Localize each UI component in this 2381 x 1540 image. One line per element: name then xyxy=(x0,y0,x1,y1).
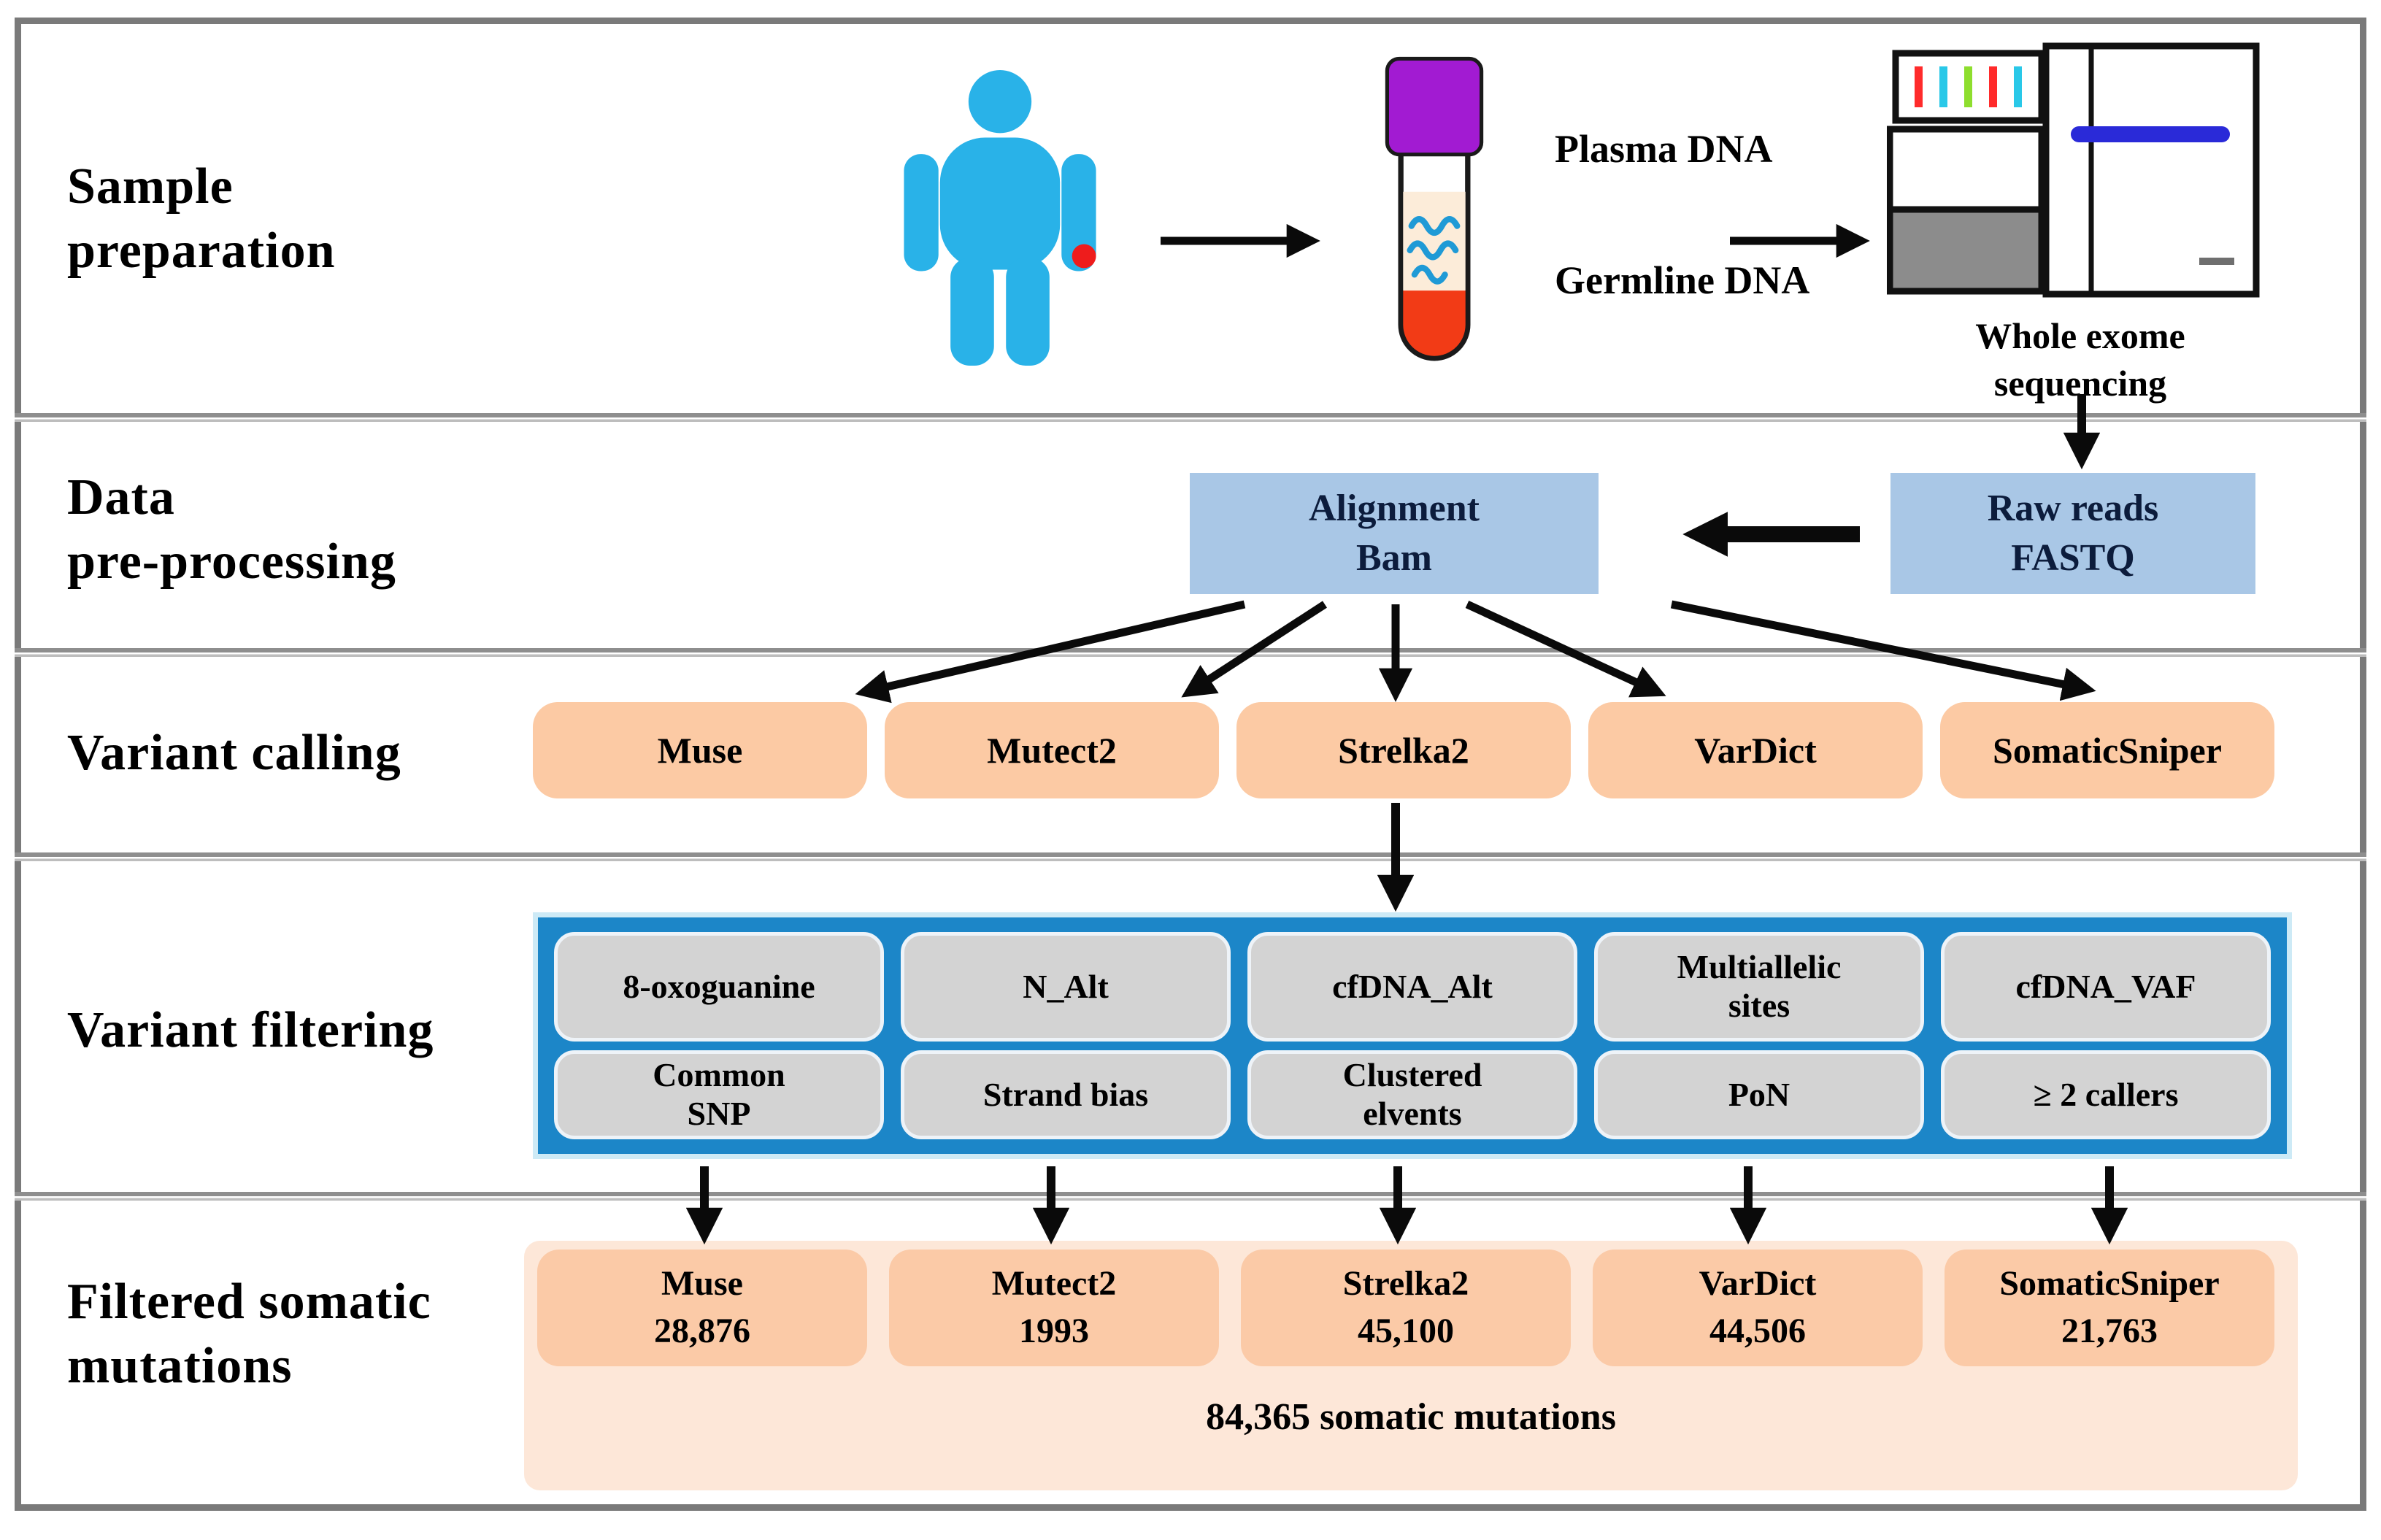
person-right-arm xyxy=(1061,154,1096,272)
screen-bar xyxy=(1989,66,1997,107)
sequencer-icon xyxy=(1887,42,2260,298)
caller-box-vardict: VarDict xyxy=(1588,702,1923,798)
result-count: 1993 xyxy=(1019,1312,1089,1350)
filtered-results-panel: Muse 28,876 Mutect2 1993 Strelka2 45,100… xyxy=(524,1241,2298,1490)
filter-n-alt: N_Alt xyxy=(901,932,1231,1042)
filter-label: N_Alt xyxy=(1023,967,1109,1005)
result-count: 21,763 xyxy=(2061,1312,2158,1350)
cfdna-strand xyxy=(1407,240,1459,261)
result-box-somaticsniper: SomaticSniper 21,763 xyxy=(1945,1250,2274,1366)
filter-common-snp: Common SNP xyxy=(554,1050,884,1139)
alignment-bam-line: Alignment xyxy=(1309,488,1480,530)
raw-reads-line: FASTQ xyxy=(2011,537,2135,579)
sequencer-slot xyxy=(2199,258,2234,265)
filter-8-oxoguanine: 8-oxoguanine xyxy=(554,932,884,1042)
row-label-line: Data xyxy=(67,469,175,525)
blood-draw-dot xyxy=(1072,244,1096,269)
patient-person-icon xyxy=(904,70,1096,366)
row-label-filtered-mutations: Filtered somatic mutations xyxy=(67,1270,431,1398)
screen-bar xyxy=(1915,66,1923,107)
filter-multiallelic-sites: Multiallelic sites xyxy=(1594,932,1924,1042)
filter-strand-bias: Strand bias xyxy=(901,1050,1231,1139)
tube-blood-layer xyxy=(1403,290,1466,356)
sequencer-base-lower xyxy=(1887,206,2045,295)
cfdna-strand xyxy=(1408,216,1461,236)
filter-row-top: 8-oxoguanine N_Alt cfDNA_Alt Multialleli… xyxy=(554,932,2271,1042)
row-label-variant-calling: Variant calling xyxy=(67,725,401,781)
total-mutations-text: 84,365 somatic mutations xyxy=(1206,1396,1616,1438)
alignment-bam-box: Alignment Bam xyxy=(1190,473,1599,594)
filter-label: ≥ 2 callers xyxy=(2033,1075,2179,1113)
alignment-bam-line: Bam xyxy=(1356,537,1432,579)
tube-cap xyxy=(1385,56,1484,157)
person-right-leg xyxy=(1006,258,1050,366)
row-label-data-preprocessing: Data pre-processing xyxy=(67,466,396,593)
row-separator-2 xyxy=(15,648,2366,657)
variant-filter-panel: 8-oxoguanine N_Alt cfDNA_Alt Multialleli… xyxy=(533,912,2292,1159)
result-caller: Strelka2 xyxy=(1342,1264,1469,1304)
result-box-vardict: VarDict 44,506 xyxy=(1593,1250,1923,1366)
filter-label: PoN xyxy=(1728,1075,1790,1113)
sequencer-caption-line: Whole exome xyxy=(1975,315,2185,356)
result-count: 44,506 xyxy=(1709,1312,1806,1350)
screen-bar xyxy=(2014,66,2022,107)
person-head xyxy=(968,70,1032,134)
filter-pon: PoN xyxy=(1594,1050,1924,1139)
row-separator-1 xyxy=(15,413,2366,422)
result-box-strelka2: Strelka2 45,100 xyxy=(1241,1250,1571,1366)
row-label-line: Filtered somatic xyxy=(67,1274,431,1330)
row-label-line: pre-processing xyxy=(67,533,396,590)
row-label-line: Sample xyxy=(67,158,234,215)
sequencer-base-upper xyxy=(1887,126,2045,213)
row-separator-3 xyxy=(15,852,2366,861)
filter-cfdna-vaf: cfDNA_VAF xyxy=(1941,932,2271,1042)
row-label-line: preparation xyxy=(67,222,336,279)
row-separator-4 xyxy=(15,1192,2366,1201)
tube-label-germline: Germline DNA xyxy=(1555,258,1810,302)
filter-label: Common SNP xyxy=(653,1056,785,1132)
filter-label: cfDNA_Alt xyxy=(1332,967,1493,1005)
result-caller: VarDict xyxy=(1699,1264,1817,1304)
result-count: 45,100 xyxy=(1358,1312,1454,1350)
filter-clustered-events: Clustered elvents xyxy=(1247,1050,1577,1139)
filter-label: Strand bias xyxy=(982,1075,1149,1113)
filter-label: cfDNA_VAF xyxy=(2015,967,2196,1005)
screen-bar xyxy=(1964,66,1972,107)
result-count: 28,876 xyxy=(654,1312,750,1350)
tube-label-plasma: Plasma DNA xyxy=(1555,127,1773,171)
result-box-muse: Muse 28,876 xyxy=(537,1250,867,1366)
sequencer-blue-bar xyxy=(2071,126,2230,142)
raw-reads-fastq-box: Raw reads FASTQ xyxy=(1890,473,2255,594)
result-caller: Muse xyxy=(661,1264,743,1304)
filter-row-bottom: Common SNP Strand bias Clustered elvents… xyxy=(554,1050,2271,1139)
caller-box-somaticsniper: SomaticSniper xyxy=(1940,702,2274,798)
filter-cfdna-alt: cfDNA_Alt xyxy=(1247,932,1577,1042)
row-label-variant-filtering: Variant filtering xyxy=(67,1002,434,1058)
row-label-sample-preparation: Sample preparation xyxy=(67,155,336,282)
filter-label: Multiallelic sites xyxy=(1677,948,1842,1024)
row-label-line: mutations xyxy=(67,1337,293,1394)
person-left-leg xyxy=(950,258,994,366)
result-caller: SomaticSniper xyxy=(1999,1264,2220,1304)
cfdna-strand xyxy=(1411,264,1448,285)
person-torso xyxy=(939,137,1061,270)
result-box-mutect2: Mutect2 1993 xyxy=(889,1250,1219,1366)
caller-box-strelka2: Strelka2 xyxy=(1236,702,1571,798)
person-left-arm xyxy=(904,154,939,272)
filter-2-callers: ≥ 2 callers xyxy=(1941,1050,2271,1139)
sequencer-tower xyxy=(2042,42,2260,298)
sequencer-caption: Whole exome sequencing xyxy=(1890,312,2270,407)
sequencer-caption-line: sequencing xyxy=(1993,363,2167,404)
filter-label: 8-oxoguanine xyxy=(623,967,815,1005)
blood-tube-icon xyxy=(1385,56,1484,361)
result-caller: Mutect2 xyxy=(991,1264,1117,1304)
filter-label: Clustered elvents xyxy=(1342,1056,1482,1132)
screen-bar xyxy=(1939,66,1947,107)
raw-reads-line: Raw reads xyxy=(1987,488,2159,530)
caller-box-mutect2: Mutect2 xyxy=(885,702,1219,798)
caller-box-muse: Muse xyxy=(533,702,867,798)
